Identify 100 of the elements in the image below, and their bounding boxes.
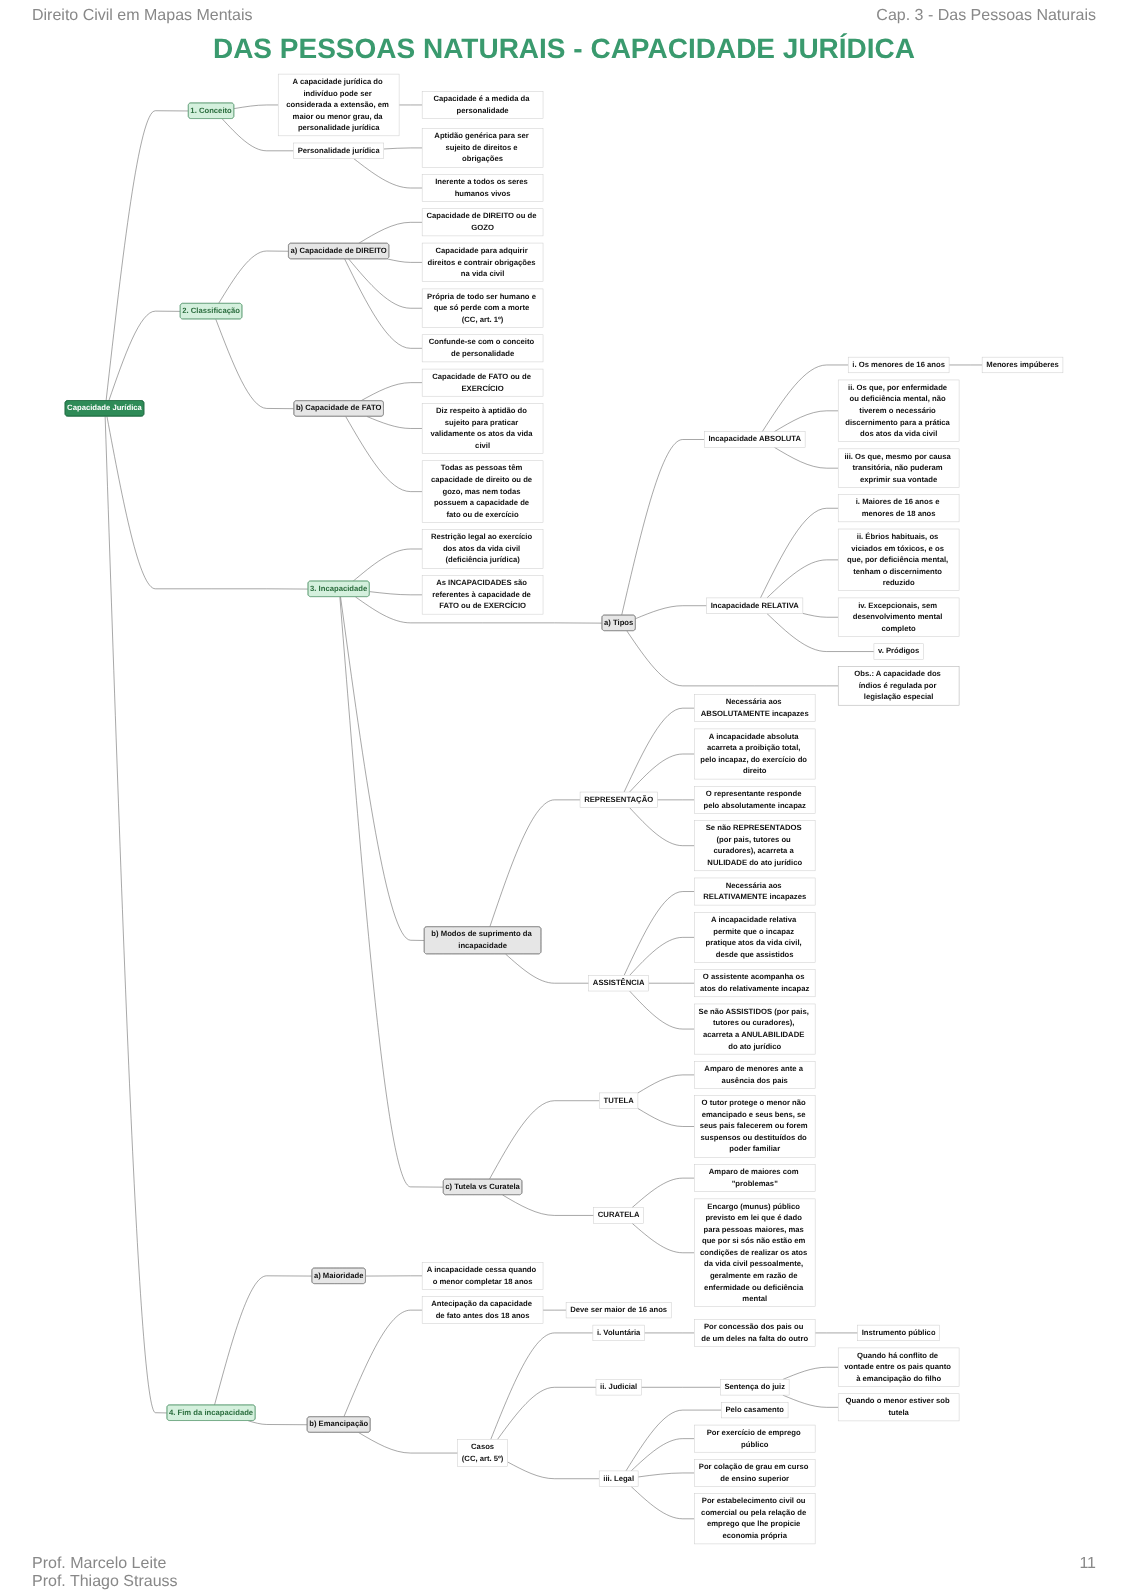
node-box xyxy=(598,1470,639,1487)
connector xyxy=(360,382,423,402)
node-box xyxy=(421,91,544,119)
node-box xyxy=(837,666,960,706)
header-text: Direito Civil em Mapas Mentais xyxy=(32,6,253,24)
node-box xyxy=(588,975,649,992)
node-box xyxy=(837,1393,960,1422)
connector xyxy=(505,953,589,984)
node-box xyxy=(694,912,816,963)
node-box xyxy=(837,379,960,442)
node-box xyxy=(565,1302,672,1319)
node-box xyxy=(694,1095,816,1158)
connector xyxy=(782,1367,839,1380)
title: DAS PESSOAS NATURAIS - CAPACIDADE JURÍDICA xyxy=(210,30,918,68)
connector xyxy=(637,1108,695,1127)
connector xyxy=(802,613,839,618)
connector xyxy=(383,147,423,150)
node-box xyxy=(704,431,806,448)
node-box xyxy=(421,368,544,397)
node-box xyxy=(293,142,384,159)
connector xyxy=(104,416,168,1414)
node-box xyxy=(599,1092,639,1109)
node-box xyxy=(873,643,924,660)
node-box xyxy=(694,1061,816,1089)
connector xyxy=(629,753,695,793)
connector xyxy=(355,596,603,624)
connector xyxy=(345,416,423,492)
connector xyxy=(630,1438,695,1472)
connector xyxy=(352,548,423,582)
node-box xyxy=(694,728,816,780)
node-box xyxy=(421,128,544,168)
node-box xyxy=(421,575,544,615)
node-box xyxy=(694,969,816,998)
node-box xyxy=(694,1164,816,1192)
connector xyxy=(369,591,423,596)
node-box xyxy=(593,1207,644,1224)
connector xyxy=(366,416,423,429)
connector xyxy=(766,559,839,599)
node-box xyxy=(694,1459,816,1487)
node-box xyxy=(694,786,816,814)
connector xyxy=(629,807,695,846)
node-box xyxy=(694,877,816,906)
connector xyxy=(637,1472,695,1478)
author-name: Prof. Thiago Strauss xyxy=(32,1572,178,1590)
connector xyxy=(247,1420,308,1425)
node-box xyxy=(421,208,544,237)
node-box xyxy=(421,1296,544,1324)
node-box xyxy=(694,1493,816,1545)
node-box xyxy=(694,1319,816,1347)
connector xyxy=(625,1409,722,1472)
connector xyxy=(635,605,707,619)
node-box xyxy=(694,1003,816,1055)
connector xyxy=(774,447,839,469)
connector xyxy=(490,1332,594,1440)
connector xyxy=(489,1100,600,1180)
connector xyxy=(774,410,839,432)
node-box xyxy=(421,242,544,282)
connector xyxy=(106,416,309,590)
connector xyxy=(108,310,181,401)
connector xyxy=(221,118,294,152)
connector xyxy=(387,258,423,263)
node-box xyxy=(579,791,658,808)
connector xyxy=(621,439,705,616)
node-box xyxy=(694,1198,816,1307)
connector xyxy=(358,222,423,244)
connector xyxy=(766,613,875,652)
connector xyxy=(626,630,839,687)
connector xyxy=(637,1074,695,1094)
node-box xyxy=(720,1379,790,1396)
connector xyxy=(340,596,425,941)
node-box xyxy=(837,448,960,488)
connector xyxy=(365,1275,423,1277)
node-box xyxy=(421,460,544,523)
header-text: Cap. 3 - Das Pessoas Naturais xyxy=(876,6,1096,24)
connector xyxy=(629,990,695,1030)
node-box xyxy=(837,1347,960,1387)
node-box xyxy=(421,174,544,202)
connector xyxy=(631,1177,695,1208)
node-box xyxy=(595,1379,642,1396)
connector xyxy=(623,891,695,976)
node-box xyxy=(421,403,544,454)
connector xyxy=(348,258,423,309)
node-box xyxy=(706,597,804,614)
connector xyxy=(233,104,279,109)
connector xyxy=(214,1275,313,1406)
node-box xyxy=(694,1424,816,1453)
connector xyxy=(623,707,695,793)
node-box xyxy=(847,356,950,374)
connector xyxy=(358,1432,458,1454)
connector xyxy=(760,508,839,599)
author-name: Prof. Marcelo Leite xyxy=(32,1554,169,1572)
node-box xyxy=(981,356,1064,374)
node-box xyxy=(421,334,544,363)
connector xyxy=(631,1223,695,1254)
connector xyxy=(489,799,581,928)
page-number: 11 xyxy=(1079,1554,1096,1572)
connector xyxy=(343,1309,423,1418)
connector xyxy=(497,1387,597,1440)
connector xyxy=(630,1486,695,1520)
connector xyxy=(344,258,423,349)
